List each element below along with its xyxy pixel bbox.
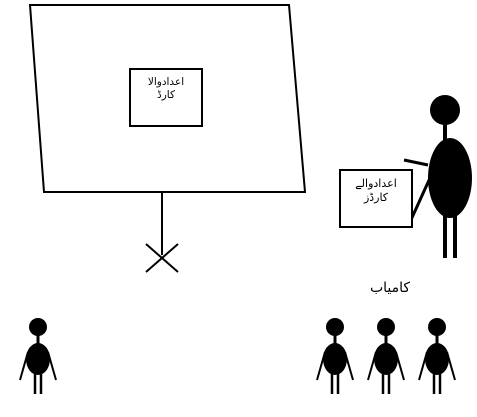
display-board <box>30 5 305 272</box>
held-card-text: اعدادوالے کارڈز <box>341 177 411 205</box>
host-figure <box>404 95 472 258</box>
winner-figure-1 <box>317 318 353 394</box>
winner-figure-3 <box>419 318 455 394</box>
held-card-line-1: اعدادوالے <box>341 177 411 191</box>
board-card-line-1: اعدادوالا <box>132 76 200 89</box>
board-card-text: اعدادوالا کارڈ <box>132 76 200 102</box>
board-card-line-2: کارڈ <box>132 89 200 102</box>
participant-figure-left <box>20 318 56 394</box>
winner-figure-2 <box>368 318 404 394</box>
winners-label: کامیاب <box>350 280 430 298</box>
held-card-line-2: کارڈز <box>341 191 411 205</box>
